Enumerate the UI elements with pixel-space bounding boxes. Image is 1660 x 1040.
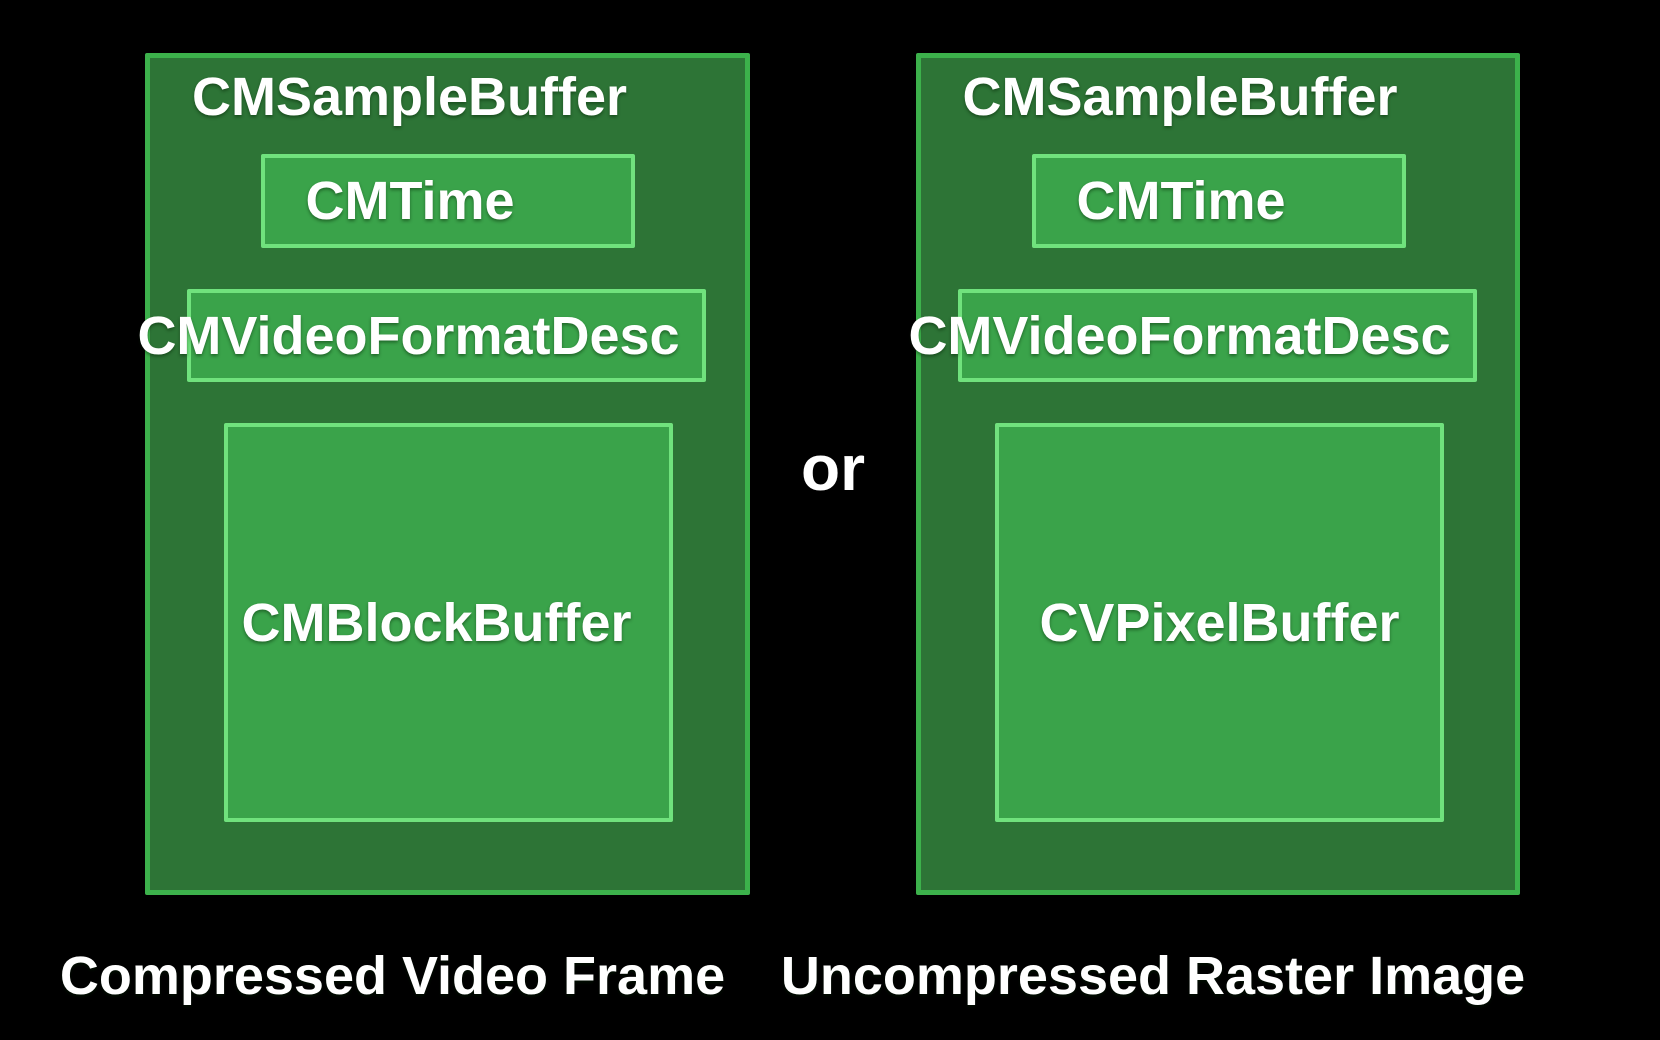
cmsamplebuffer-title: CMSampleBuffer <box>150 68 745 126</box>
uncompressed-raster-image-caption-text: Uncompressed Raster Image <box>780 946 1526 1006</box>
cmblockbuffer-label: CMBlockBuffer <box>241 592 632 653</box>
cmsamplebuffer-title-text: CMSampleBuffer <box>191 67 628 127</box>
compressed-video-frame-caption: Compressed Video Frame <box>60 932 750 1020</box>
compressed-video-frame-caption-text: Compressed Video Frame <box>59 946 726 1006</box>
cmtime-box: CMTime <box>1032 154 1406 248</box>
cmvideoformatdesc-box: CMVideoFormatDesc <box>908 289 1477 382</box>
cmblockbuffer-box: CMBlockBuffer <box>224 423 673 822</box>
cmvideoformatdesc-box: CMVideoFormatDesc <box>137 289 706 382</box>
cvpixelbuffer-box: CVPixelBuffer <box>995 423 1444 822</box>
cmtime-label: CMTime <box>305 171 515 231</box>
cmtime-label: CMTime <box>1076 171 1286 231</box>
uncompressed-raster-image-caption: Uncompressed Raster Image <box>781 932 1525 1020</box>
cvpixelbuffer-label: CVPixelBuffer <box>1039 592 1400 653</box>
cmtime-box: CMTime <box>261 154 635 248</box>
cmsamplebuffer-box-uncompressed: CMSampleBuffer CMTime CMVideoFormatDesc … <box>908 53 1520 895</box>
or-label: or <box>750 408 916 528</box>
cmsamplebuffer-box-compressed: CMSampleBuffer CMTime CMVideoFormatDesc … <box>137 53 750 895</box>
or-label-text: or <box>801 432 865 504</box>
cmvideoformatdesc-label: CMVideoFormatDesc <box>908 305 1451 366</box>
cmvideoformatdesc-label: CMVideoFormatDesc <box>137 305 680 366</box>
cmsamplebuffer-title: CMSampleBuffer <box>921 68 1515 126</box>
cmsamplebuffer-title-text: CMSampleBuffer <box>962 67 1398 127</box>
